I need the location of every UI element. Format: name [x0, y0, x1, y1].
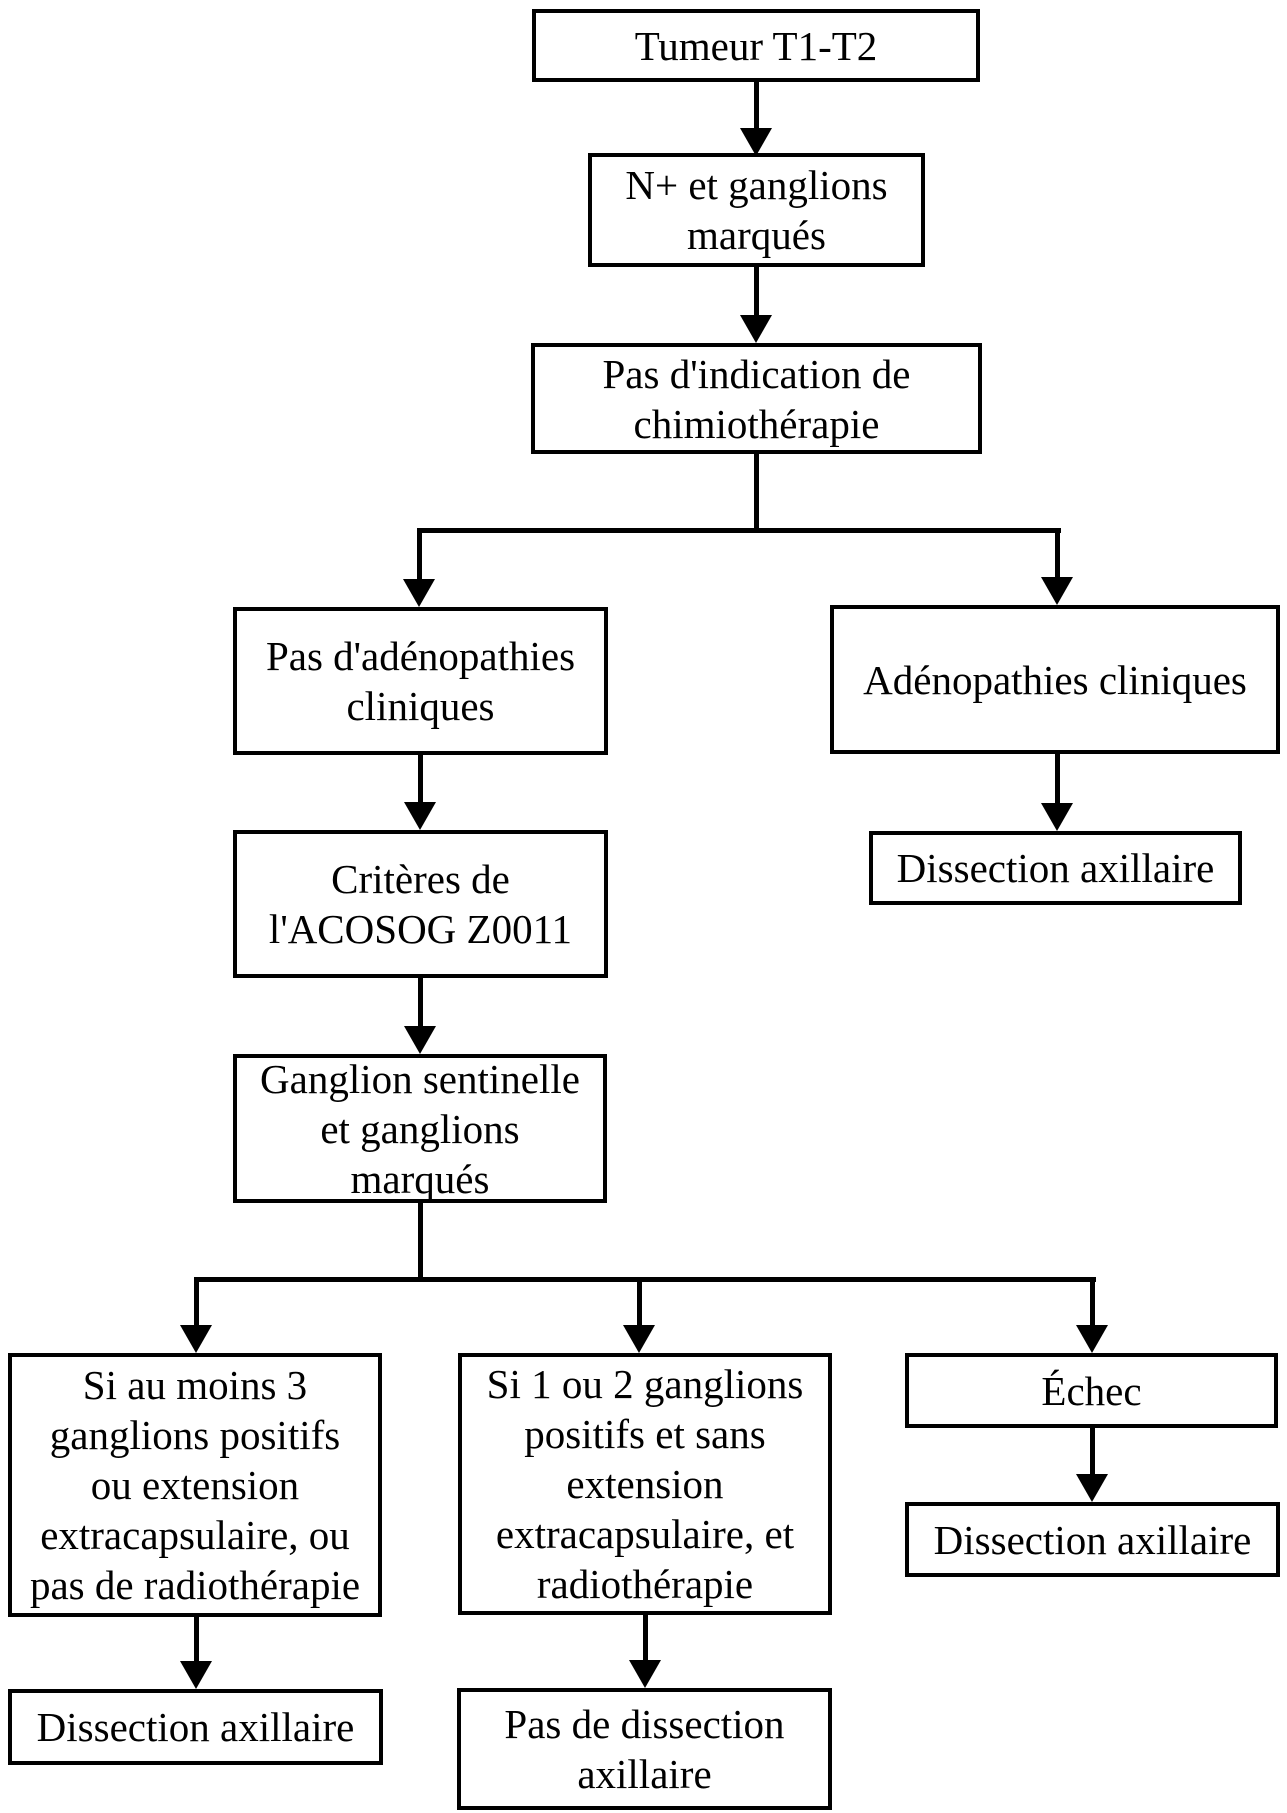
arrow-split1-left-stem: [417, 530, 422, 581]
split2-stem: [418, 1203, 423, 1282]
node-pas-adenopathies-cliniques: Pas d'adénopathies cliniques: [233, 607, 608, 755]
arrow-echec-to-dissection-stem: [1090, 1428, 1095, 1476]
arrow-pasadeno-to-criteres-head: [404, 802, 436, 830]
node-n-plus-ganglions-marques-label: N+ et ganglions marqués: [625, 162, 888, 258]
arrow-adeno-to-dissection-head: [1041, 803, 1073, 831]
arrow-split1-right-head: [1041, 577, 1073, 605]
arrow-criteres-to-sentinelle-head: [404, 1026, 436, 1054]
arrow-tumeur-to-nplus-head: [740, 128, 772, 156]
arrow-split1-right-stem: [1055, 530, 1060, 579]
node-pas-indication-chimiotherapie: Pas d'indication de chimiothérapie: [531, 343, 982, 454]
node-pas-indication-chimiotherapie-label: Pas d'indication de chimiothérapie: [602, 350, 911, 447]
split2-bar: [194, 1277, 1096, 1282]
arrow-criteres-to-sentinelle-stem: [418, 978, 423, 1028]
node-dissection-axillaire-gauche: Dissection axillaire: [8, 1689, 383, 1765]
arrow-split2-right-stem: [1090, 1279, 1095, 1327]
node-n-plus-ganglions-marques: N+ et ganglions marqués: [588, 153, 925, 267]
node-dissection-axillaire-gauche-label: Dissection axillaire: [36, 1704, 355, 1750]
node-pas-de-dissection-axillaire-label: Pas de dissection axillaire: [504, 1701, 785, 1797]
node-pas-adenopathies-cliniques-label: Pas d'adénopathies cliniques: [265, 633, 576, 729]
arrow-split2-left-stem: [194, 1279, 199, 1327]
arrow-1ou2-to-pasdissection-head: [629, 1660, 661, 1688]
arrow-split2-right-head: [1076, 1325, 1108, 1353]
node-adenopathies-cliniques: Adénopathies cliniques: [830, 605, 1280, 754]
arrow-echec-to-dissection-head: [1076, 1474, 1108, 1502]
node-criteres-acosog-z0011: Critères de l'ACOSOG Z0011: [233, 830, 608, 978]
node-adenopathies-cliniques-label: Adénopathies cliniques: [863, 656, 1247, 703]
node-dissection-axillaire-droite: Dissection axillaire: [869, 831, 1242, 905]
node-tumeur-t1-t2-label: Tumeur T1-T2: [634, 22, 878, 69]
arrow-aumoins3-to-dissection-stem: [194, 1617, 199, 1663]
arrow-1ou2-to-pasdissection-stem: [643, 1615, 648, 1662]
node-dissection-axillaire-droite-label: Dissection axillaire: [896, 845, 1215, 891]
arrow-split2-left-head: [180, 1325, 212, 1353]
node-pas-de-dissection-axillaire: Pas de dissection axillaire: [457, 1688, 832, 1810]
node-si-1-ou-2-ganglions: Si 1 ou 2 ganglions positifs et sans ext…: [458, 1353, 832, 1615]
node-si-au-moins-3-ganglions-label: Si au moins 3 ganglions positifs ou exte…: [29, 1362, 361, 1608]
node-ganglion-sentinelle-label: Ganglion sentinelle et ganglions marqués: [260, 1055, 580, 1202]
node-dissection-axillaire-echec-label: Dissection axillaire: [933, 1516, 1252, 1563]
node-si-au-moins-3-ganglions: Si au moins 3 ganglions positifs ou exte…: [8, 1353, 382, 1617]
arrow-tumeur-to-nplus-stem: [754, 82, 759, 131]
split1-stem: [754, 454, 759, 532]
arrow-split2-middle-head: [623, 1325, 655, 1353]
node-dissection-axillaire-echec: Dissection axillaire: [905, 1502, 1280, 1577]
node-si-1-ou-2-ganglions-label: Si 1 ou 2 ganglions positifs et sans ext…: [486, 1361, 804, 1607]
arrow-split2-middle-stem: [637, 1279, 642, 1327]
node-echec: Échec: [905, 1353, 1278, 1428]
arrow-split1-left-head: [403, 579, 435, 607]
arrow-nplus-to-pasindication-stem: [754, 267, 759, 317]
node-ganglion-sentinelle: Ganglion sentinelle et ganglions marqués: [233, 1054, 607, 1203]
node-tumeur-t1-t2: Tumeur T1-T2: [532, 9, 980, 82]
node-criteres-acosog-z0011-label: Critères de l'ACOSOG Z0011: [268, 856, 573, 952]
node-echec-label: Échec: [1041, 1367, 1142, 1414]
split1-bar: [417, 528, 1061, 533]
arrow-aumoins3-to-dissection-head: [180, 1661, 212, 1689]
arrow-adeno-to-dissection-stem: [1055, 754, 1060, 805]
arrow-pasadeno-to-criteres-stem: [418, 755, 423, 804]
arrow-nplus-to-pasindication-head: [740, 315, 772, 343]
